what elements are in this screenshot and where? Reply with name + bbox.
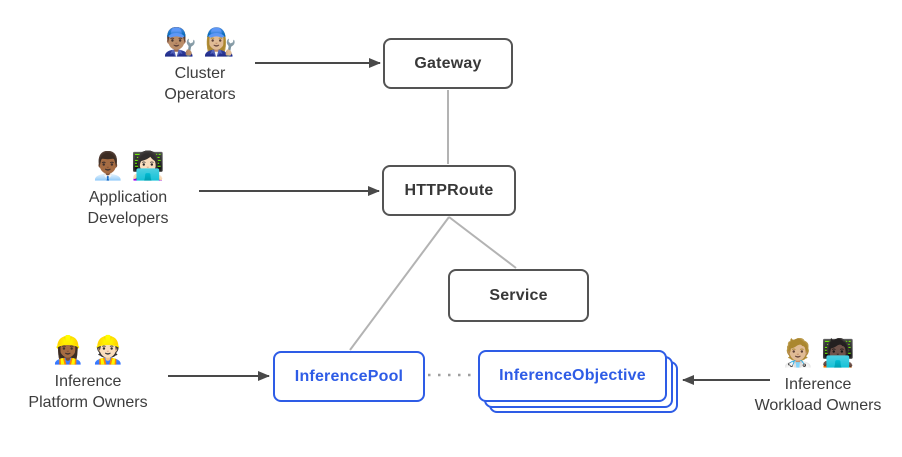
cluster-operators-label: Cluster Operators (120, 63, 280, 105)
inferencepool-node-label: InferencePool (294, 367, 404, 385)
application-developers-emoji-row: 👨🏾‍💼👩🏻‍💻 (48, 148, 208, 184)
inference-platform-owners-emoji-row: 👷🏾‍♀️👷🏻 (8, 332, 168, 368)
woman-mechanic-emoji-icon: 👩🏼‍🔧 (203, 27, 237, 57)
cluster-operators-emoji-row: 👨🏽‍🔧👩🏼‍🔧 (120, 24, 280, 60)
inference-workload-owners-label-line1: Inference (784, 376, 852, 393)
inference-platform-owners-label: Inference Platform Owners (8, 371, 168, 413)
inference-platform-owners-label-line2: Platform Owners (28, 394, 148, 411)
httproute-node-label: HTTPRoute (404, 181, 494, 199)
cluster-operators-label-line1: Cluster (174, 65, 226, 82)
woman-technologist-emoji-icon: 👩🏻‍💻 (131, 151, 165, 181)
cluster-operators-label-line2: Operators (164, 86, 236, 103)
service-node-label: Service (489, 286, 548, 304)
httproute-node: HTTPRoute (382, 165, 516, 216)
office-worker-emoji-icon: 👨🏾‍💼 (91, 151, 125, 181)
inferencepool-node: InferencePool (273, 351, 425, 402)
health-worker-emoji-icon: 🧑🏼‍⚕️ (781, 338, 815, 368)
cluster-operators-actor: 👨🏽‍🔧👩🏼‍🔧 Cluster Operators (120, 24, 280, 105)
inference-workload-owners-actor: 🧑🏼‍⚕️🧑🏿‍💻 Inference Workload Owners (738, 335, 898, 416)
application-developers-label: Application Developers (48, 187, 208, 229)
inference-workload-owners-emoji-row: 🧑🏼‍⚕️🧑🏿‍💻 (738, 335, 898, 371)
inferenceobjective-node-label: InferenceObjective (499, 367, 646, 384)
construction-worker-emoji-icon: 👷🏻 (91, 335, 125, 365)
application-developers-label-line1: Application (88, 189, 168, 206)
inference-platform-owners-actor: 👷🏾‍♀️👷🏻 Inference Platform Owners (8, 332, 168, 413)
gateway-node-label: Gateway (414, 54, 482, 72)
inference-workload-owners-label: Inference Workload Owners (738, 374, 898, 416)
connector-httproute-service (448, 216, 517, 269)
application-developers-label-line2: Developers (87, 210, 169, 227)
inference-platform-owners-label-line1: Inference (54, 373, 122, 390)
gateway-node: Gateway (383, 38, 513, 89)
woman-construction-worker-emoji-icon: 👷🏾‍♀️ (51, 335, 85, 365)
connector-httproute-inferencepool (349, 216, 450, 351)
man-mechanic-emoji-icon: 👨🏽‍🔧 (163, 27, 197, 57)
inference-workload-owners-label-line2: Workload Owners (754, 397, 882, 414)
technologist-emoji-icon: 🧑🏿‍💻 (821, 338, 855, 368)
service-node: Service (448, 269, 589, 322)
inferenceobjective-node: InferenceObjective (478, 350, 667, 402)
application-developers-actor: 👨🏾‍💼👩🏻‍💻 Application Developers (48, 148, 208, 229)
